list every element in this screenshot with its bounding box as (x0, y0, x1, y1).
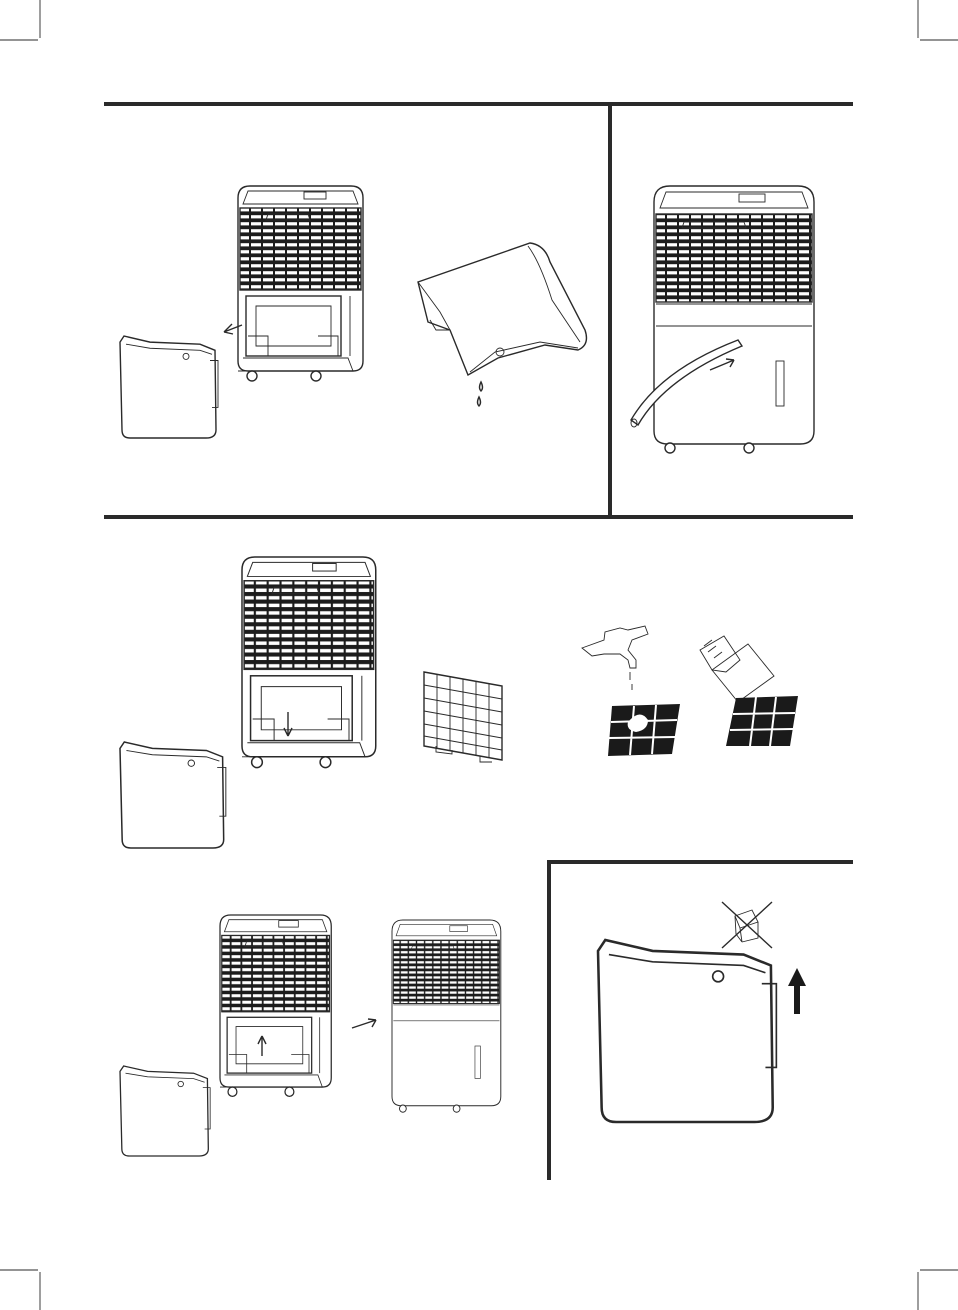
panel-empty-tank (120, 186, 586, 438)
cloth-icon (700, 636, 774, 702)
air-filter-icon (424, 672, 502, 762)
panel-clean-filter (582, 626, 798, 756)
panel-reinstall (120, 915, 501, 1156)
dehumidifier-closed-icon (654, 186, 814, 453)
filter-dry-icon (726, 696, 798, 746)
filter-wash-icon (608, 704, 680, 756)
panel-remove-filter (120, 557, 502, 848)
dehumidifier-open-icon (220, 915, 331, 1096)
up-arrow-icon (788, 968, 806, 1014)
dehumidifier-closed-icon (392, 920, 501, 1112)
faucet-icon (582, 626, 648, 690)
dehumidifier-open-icon (242, 557, 376, 768)
water-tank-icon (598, 940, 776, 1122)
water-tank-icon (120, 336, 218, 438)
water-tank-icon (120, 742, 226, 848)
tank-cover-drip-icon (418, 243, 586, 406)
panel-tank-no-load (598, 902, 806, 1122)
dehumidifier-open-icon (238, 186, 363, 381)
water-tank-icon (120, 1066, 210, 1156)
crossed-box-icon (722, 902, 772, 948)
right-arrow-icon (352, 1019, 376, 1028)
panel-continuous-drain (631, 186, 814, 453)
